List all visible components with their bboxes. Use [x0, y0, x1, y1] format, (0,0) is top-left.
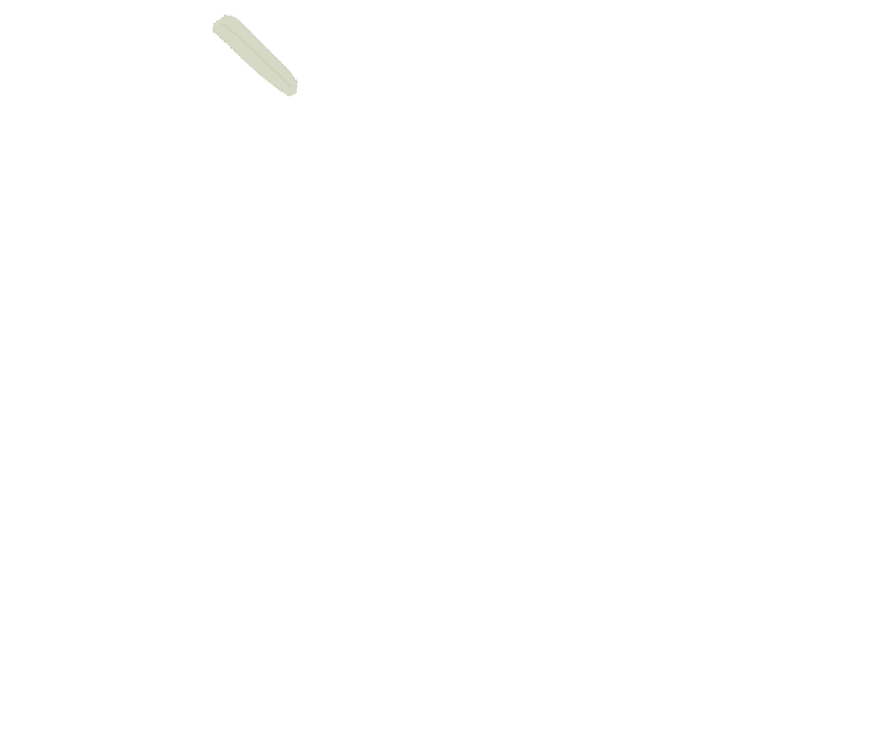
blank-canvas: [212, 14, 298, 97]
brush-stroke-icon: [212, 14, 298, 97]
